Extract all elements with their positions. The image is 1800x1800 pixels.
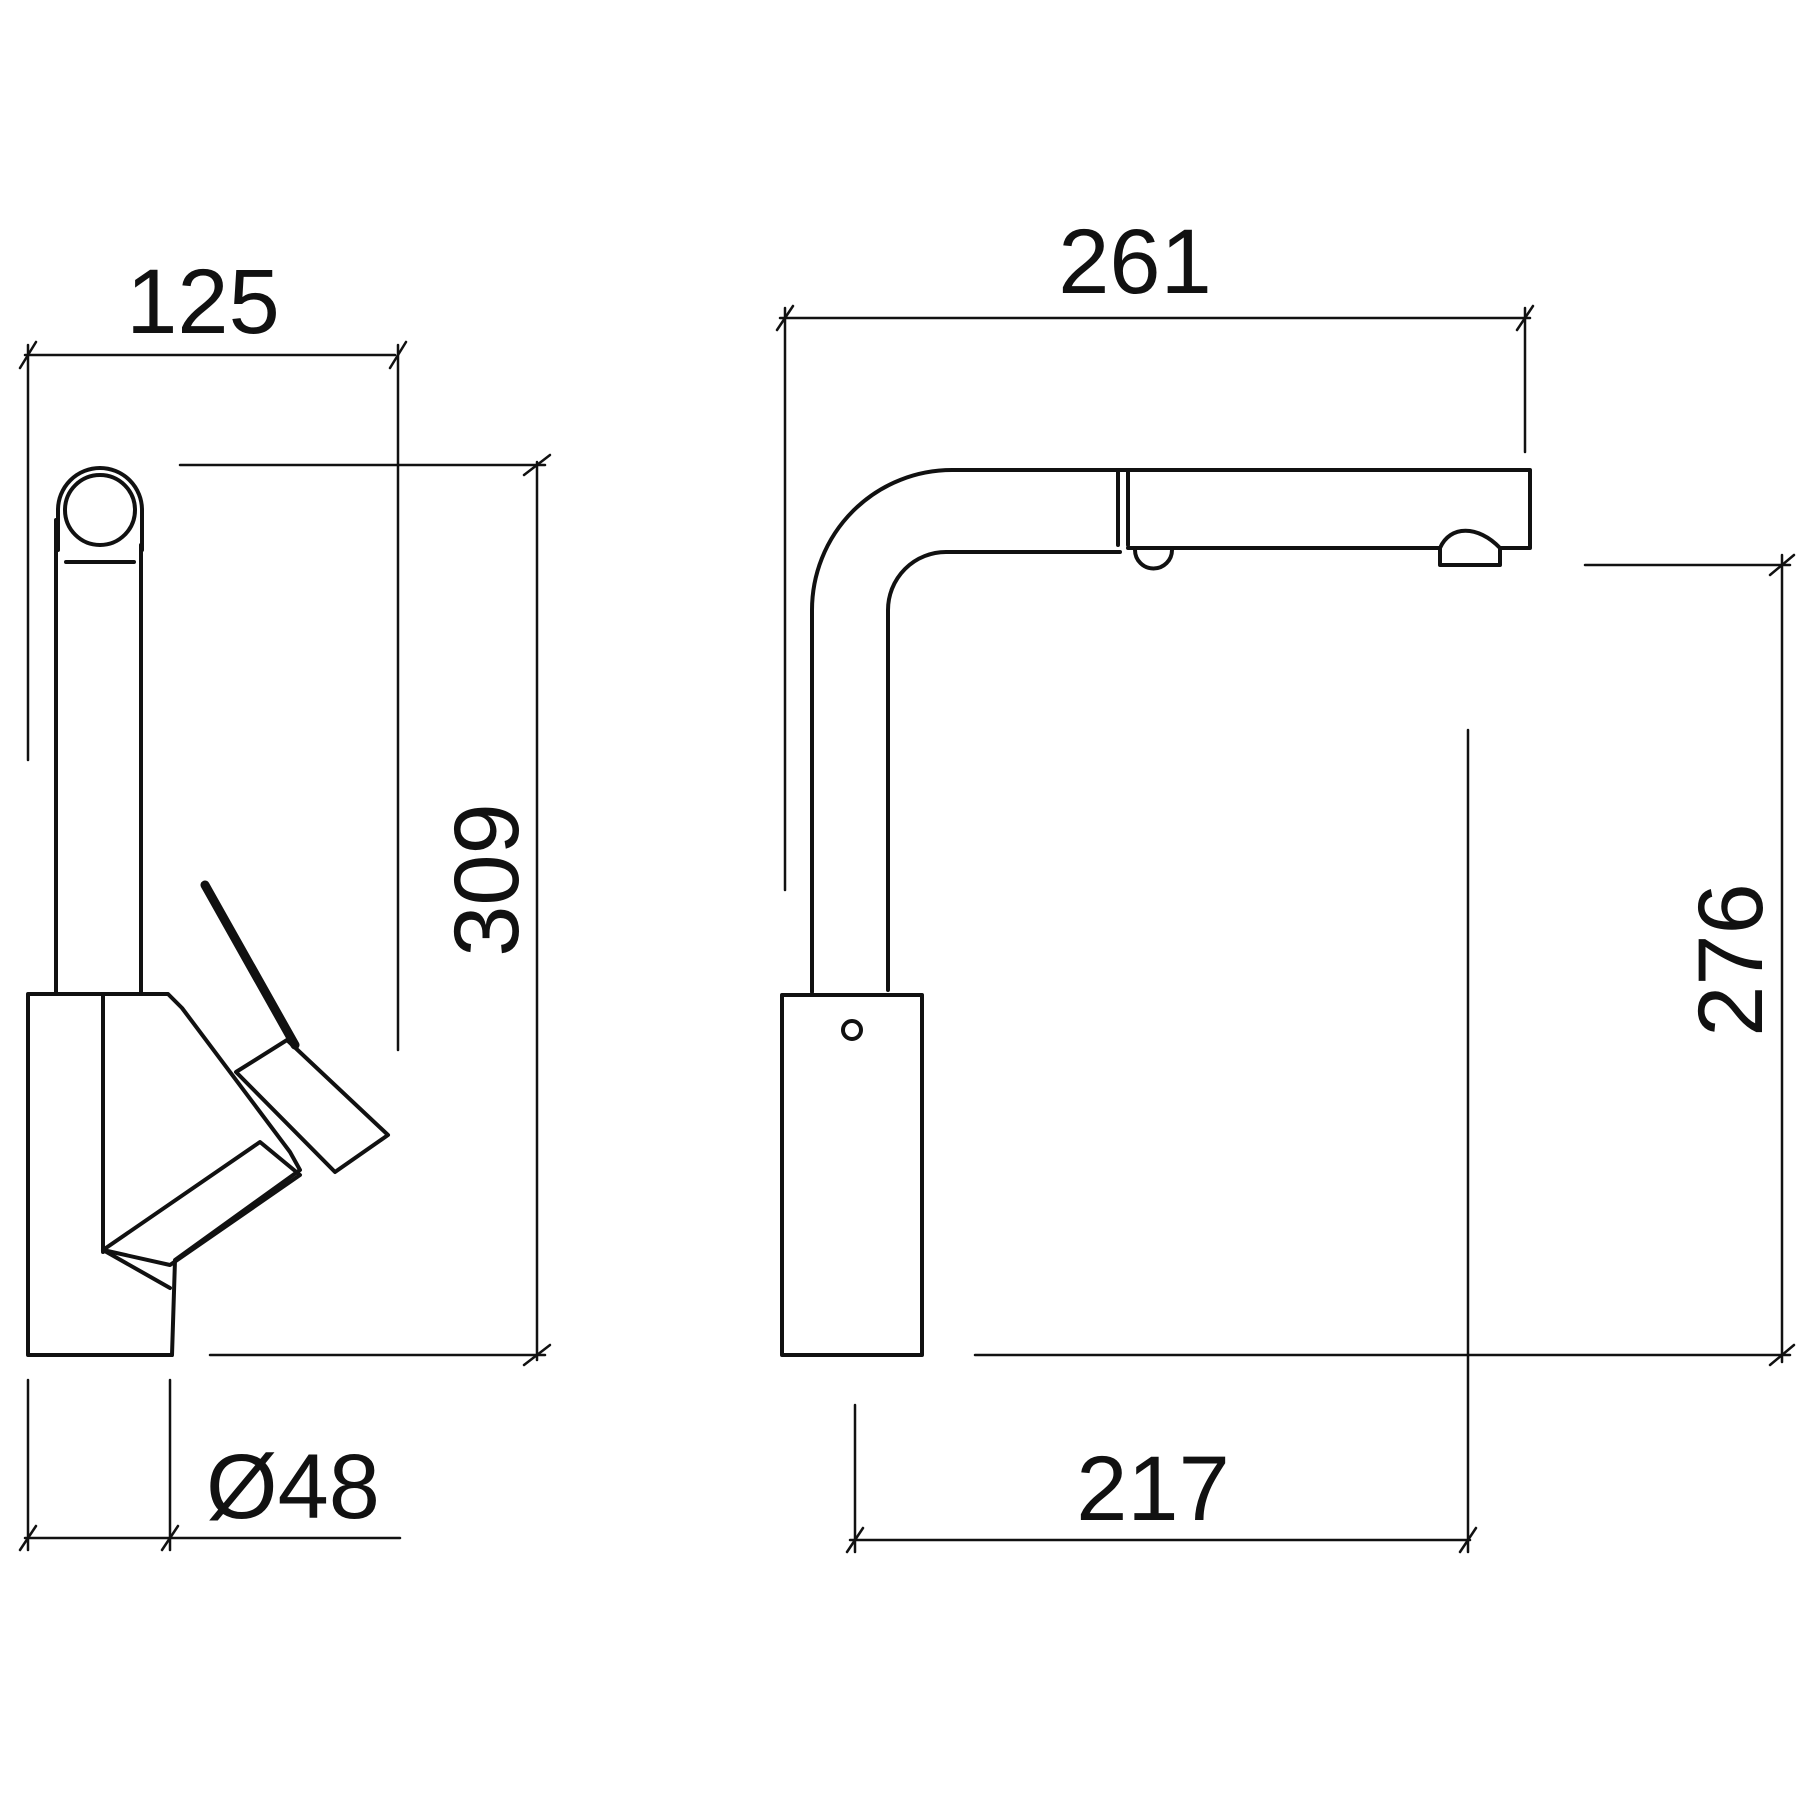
front-view-base	[780, 993, 924, 1357]
front-view	[780, 468, 1532, 1357]
dim-276-tick-bottom	[1768, 1343, 1796, 1367]
dim-label-309: 309	[436, 803, 538, 957]
dimension-labels: 125 309 Ø48 261 276 217	[126, 211, 1782, 1540]
dim-48-tick-left	[18, 1524, 38, 1552]
side-view-lever	[234, 1038, 390, 1174]
dim-label-261: 261	[1058, 211, 1212, 313]
front-view-spout-outer	[810, 468, 1532, 994]
front-view-spray-nozzle	[1438, 528, 1502, 567]
dim-label-48: Ø48	[206, 1436, 380, 1538]
side-view-lever-grip	[200, 880, 300, 1050]
dim-309-tick-bottom	[522, 1343, 552, 1367]
dimension-lines	[18, 304, 1796, 1554]
side-view-knob-housing	[56, 466, 144, 552]
dim-261-tick-right	[1515, 304, 1535, 332]
dim-label-276: 276	[1680, 883, 1782, 1037]
side-view-cartridge-inner	[101, 1248, 172, 1290]
side-view	[26, 466, 390, 1357]
dim-276-tick-top	[1768, 553, 1796, 577]
side-view-cartridge	[101, 1140, 302, 1267]
side-view-knob	[63, 473, 137, 547]
dim-261-tick-left	[775, 304, 795, 332]
front-view-aerator	[1133, 548, 1174, 571]
side-view-base	[26, 992, 302, 1357]
dim-label-125: 125	[126, 251, 280, 353]
dim-217-tick-right	[1458, 1526, 1478, 1554]
dim-label-217: 217	[1076, 1438, 1230, 1540]
front-view-base-screw	[841, 1019, 863, 1041]
dim-48-tick-right	[160, 1524, 180, 1552]
dim-309-tick-top	[522, 453, 552, 477]
dim-125-tick-right	[388, 340, 408, 370]
front-view-spout-inner	[886, 550, 1122, 992]
dim-125-tick-left	[18, 340, 38, 370]
dim-217-tick-left	[845, 1526, 865, 1554]
